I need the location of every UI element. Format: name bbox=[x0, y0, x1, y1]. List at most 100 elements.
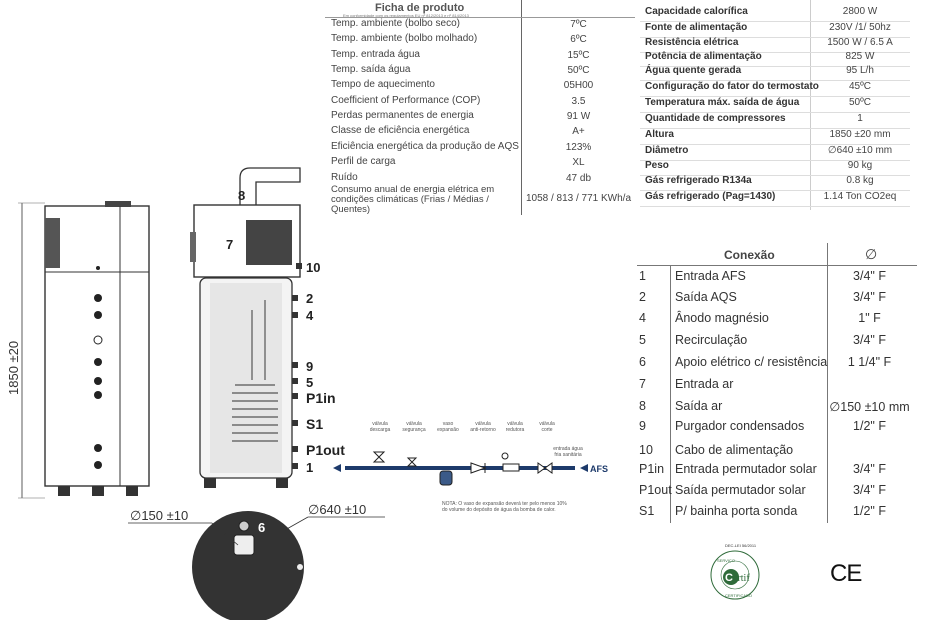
connection-number: S1 bbox=[639, 504, 655, 518]
spec-label: Diâmetro bbox=[645, 145, 689, 156]
spec-value: 0.8 kg bbox=[846, 175, 874, 186]
divider bbox=[640, 96, 910, 97]
connection-name: Entrada permutador solar bbox=[675, 462, 817, 476]
divider bbox=[640, 128, 910, 129]
row-value: 91 W bbox=[566, 111, 591, 122]
row-value: A+ bbox=[572, 126, 585, 137]
divider bbox=[640, 175, 910, 176]
connection-size: 3/4" F bbox=[853, 333, 886, 347]
note-line-1: NOTA: O vaso de expansão deverá ter pelo… bbox=[442, 501, 567, 507]
arrow-left-icon bbox=[333, 464, 341, 472]
divider bbox=[827, 243, 828, 523]
duct-dimension: ∅150 ±10 bbox=[130, 508, 188, 523]
svg-text:SERVIÇO: SERVIÇO bbox=[717, 558, 735, 563]
spec-row: Gás refrigerado (Pag=1430) 1.14 Ton CO2eq bbox=[640, 191, 910, 207]
spec-label: Temperatura máx. saída de água bbox=[645, 97, 800, 108]
certif-logo: C ertif SERVIÇO CERTIFICADO DEC-LEI 56/2… bbox=[710, 543, 760, 600]
connection-number: 5 bbox=[639, 333, 646, 347]
product-sheet-title: Ficha de produto bbox=[375, 2, 465, 14]
spec-value: 1.14 Ton CO2eq bbox=[823, 191, 897, 202]
row-value: 1058 / 813 / 771 KWh/a bbox=[525, 193, 632, 204]
spec-value: 1500 W / 6.5 A bbox=[827, 37, 893, 48]
spec-label: Configuração do fator do termostato bbox=[645, 81, 819, 92]
spec-value: 1850 ±20 mm bbox=[829, 129, 891, 140]
safety-valve-icon bbox=[406, 457, 418, 467]
discharge-valve-icon bbox=[372, 451, 386, 463]
afs-label: AFS bbox=[590, 464, 608, 474]
connection-number: P1out bbox=[639, 483, 672, 497]
connection-size: 3/4" F bbox=[853, 290, 886, 304]
label-8: 8 bbox=[238, 188, 245, 203]
row-value: 123% bbox=[565, 142, 592, 153]
connection-number: 1 bbox=[639, 269, 646, 283]
connection-number: 6 bbox=[639, 355, 646, 369]
hydraulic-diagram: válvuladescargaválvulasegurançavasoexpan… bbox=[333, 421, 608, 513]
row-label: Perfil de carga bbox=[331, 156, 396, 167]
connection-size: 1/2" F bbox=[853, 504, 886, 518]
connection-name: Purgador condensados bbox=[675, 419, 805, 433]
spec-value: 230V /1/ 50hz bbox=[829, 22, 891, 33]
connection-name: Entrada ar bbox=[675, 377, 734, 391]
divider bbox=[640, 21, 910, 22]
row-value: 47 db bbox=[565, 173, 592, 184]
divider bbox=[640, 52, 910, 53]
spec-label: Gás refrigerado R134a bbox=[645, 175, 752, 186]
label-10: 10 bbox=[306, 260, 320, 275]
valve-label: válvula bbox=[507, 421, 523, 427]
product-sheet-row: Temp. ambiente (bolbo seco)7ºC bbox=[331, 19, 631, 34]
row-value: 6ºC bbox=[570, 34, 587, 45]
valve-label: válvula bbox=[372, 421, 388, 427]
svg-text:ertif: ertif bbox=[733, 573, 750, 584]
divider bbox=[640, 190, 910, 191]
connection-size: 3/4" F bbox=[853, 483, 886, 497]
spec-value: 2800 W bbox=[842, 6, 878, 17]
connection-size: 1 1/4" F bbox=[847, 355, 892, 369]
connection-name: Saída AQS bbox=[675, 290, 737, 304]
connection-number: 4 bbox=[639, 311, 646, 325]
product-sheet-row: Eficiência energética da produção de AQS… bbox=[331, 142, 631, 157]
divider bbox=[670, 265, 671, 523]
row-value: XL bbox=[572, 157, 585, 168]
check-valve-icon bbox=[470, 462, 487, 474]
connection-name: Apoio elétrico c/ resistência bbox=[675, 355, 828, 369]
spec-value: ∅640 ±10 mm bbox=[827, 145, 893, 156]
product-sheet-row: Consumo anual de energia elétrica em con… bbox=[331, 185, 631, 215]
divider bbox=[640, 80, 910, 81]
spec-label: Altura bbox=[645, 129, 674, 140]
label-1: 1 bbox=[306, 460, 313, 475]
label-p1in: P1in bbox=[306, 390, 336, 406]
divider bbox=[810, 0, 811, 210]
spec-label: Capacidade calorífica bbox=[645, 6, 748, 17]
divider bbox=[640, 112, 910, 113]
spec-row: Gás refrigerado R134a 0.8 kg bbox=[640, 175, 910, 191]
product-sheet-row: Ruído 47 db bbox=[331, 173, 631, 188]
shutoff-valve-icon bbox=[537, 462, 553, 474]
divider bbox=[637, 265, 917, 266]
divider bbox=[640, 144, 910, 145]
spec-value: 825 W bbox=[845, 51, 875, 62]
divider bbox=[640, 37, 910, 38]
connection-number: 10 bbox=[639, 443, 653, 457]
spec-label: Gás refrigerado (Pag=1430) bbox=[645, 191, 776, 202]
valve-label: descarga bbox=[370, 427, 391, 433]
spec-label: Água quente gerada bbox=[645, 65, 742, 76]
note-line-2: do volume do depósito de água da bomba d… bbox=[442, 507, 556, 513]
row-label: Ruído bbox=[331, 172, 358, 183]
spec-row: Altura 1850 ±20 mm bbox=[640, 129, 910, 145]
inlet-label-2: fria sanitária bbox=[554, 452, 581, 458]
